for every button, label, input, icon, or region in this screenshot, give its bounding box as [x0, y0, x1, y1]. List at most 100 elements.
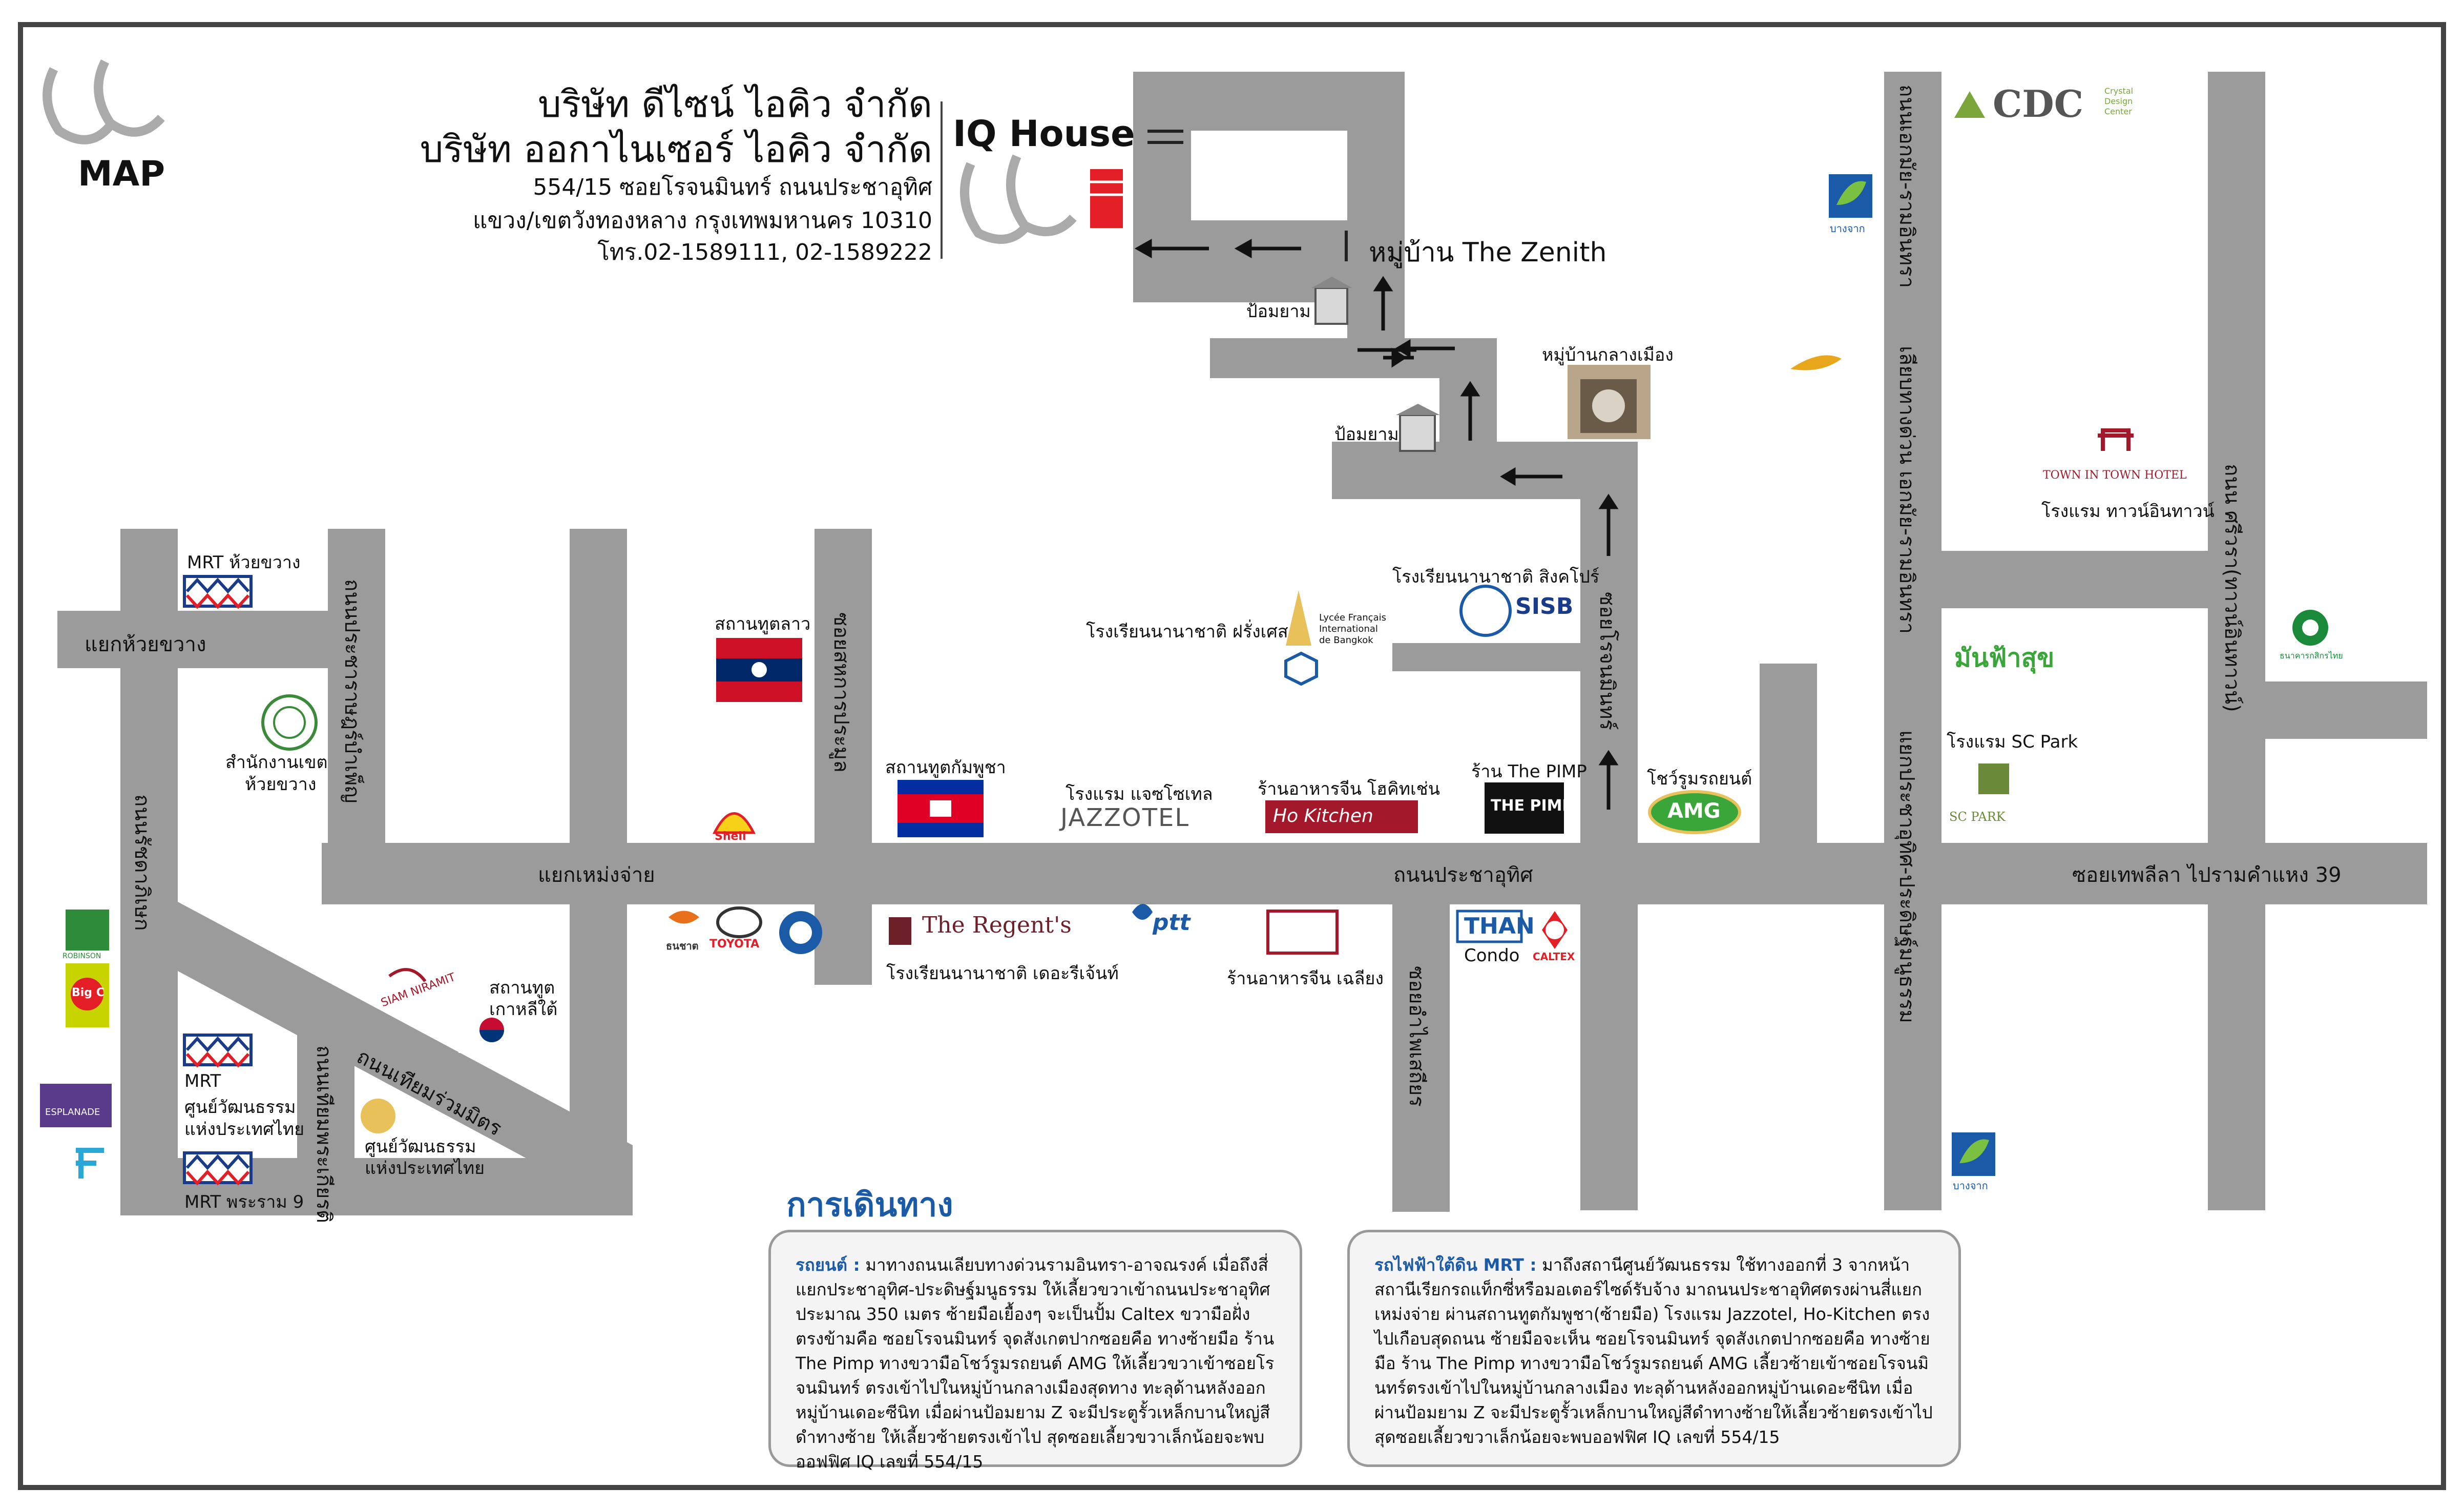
mrt-rama9-label: MRT พระราม 9 — [184, 1192, 304, 1212]
amg-logo-text: AMG — [1667, 799, 1721, 823]
kasikorn-label: ธนาคารกสิกรไทย — [2280, 651, 2343, 660]
sc-park-logo-text: SC PARK — [1949, 810, 2006, 824]
toyota-logo-shape — [716, 906, 762, 938]
flag-cambodia — [897, 780, 984, 837]
mrt-logo-culture — [183, 1034, 253, 1068]
culture-center-label-1: ศูนย์วัฒนธรรม — [365, 1137, 476, 1157]
guard-label-1: ป้อมยาม — [1246, 301, 1311, 322]
sc-park-label: โรงแรม SC Park — [1947, 732, 2078, 752]
chaliang-label: ร้านอาหารจีน เฉลียง — [1227, 968, 1384, 989]
guard-house-2 — [1399, 414, 1436, 452]
address-line-2: แขวง/เขตวังทองหลาง กรุงเทพมหานคร 10310 — [472, 208, 932, 234]
directions-car-box: รถยนต์ : มาทางถนนเลียบทางด่วนรามอินทรา-อ… — [768, 1230, 1302, 1472]
bangchak-label-1: บางจาก — [1830, 222, 1865, 235]
cdc-logo-text: CDC — [1993, 82, 2084, 126]
road-soi-rojana — [1580, 442, 1638, 1210]
zenith-inner — [1191, 131, 1347, 220]
chaliang-logo-shape — [1266, 910, 1339, 955]
road-far-east — [2208, 681, 2427, 739]
lycee-logo-text: Lycée Français International de Bangkok — [1319, 612, 1386, 646]
pracha-uthit-pradit-label: แยกประชาอุทิศ-ประดิษฐ์มนูธรรม — [1895, 730, 1918, 1023]
lycee-logo-shape — [1286, 590, 1311, 646]
hokitchen-logo-shape — [1265, 800, 1418, 833]
cambodia-label: สถานทูตกัมพูชา — [885, 757, 1006, 778]
road-pracha-uthit — [322, 843, 2427, 904]
iq-logo-top — [43, 59, 165, 144]
yaek-huaikhwang-label: แยกห้วยขวาง — [85, 633, 206, 656]
sriwara-label: ถนน ศรีวรา(ทาวน์อินทาวน์) — [2220, 464, 2244, 712]
soi-amphai-label: ซอยอำไพเสถียร — [1405, 966, 1428, 1107]
cdc-triangle — [1954, 91, 1985, 118]
soi-sahakarn-label: ซอยสหการประมูล — [829, 612, 853, 773]
district-office-label-1: สำนักงานเขต — [225, 752, 328, 773]
ptt-logo-shape — [1132, 904, 1153, 920]
robinson-logo-shape — [66, 910, 109, 951]
road-soi-amphai — [1392, 904, 1450, 1212]
logo-shapes — [40, 91, 2328, 1179]
road-sriwara — [2208, 72, 2265, 1210]
hokitchen-label: ร้านอาหารจีน โฮคิทเช่น — [1258, 779, 1440, 799]
cdc-subtitle: Crystal Design Center — [2104, 86, 2134, 116]
pracharat-label: ถนนประชาราษฎร์บำเพ็ญ — [340, 579, 364, 803]
road-network — [57, 72, 2427, 1215]
hokitchen-logo-text: Ho Kitchen — [1273, 805, 1373, 827]
manfahsuk-logo-shape — [1952, 633, 2059, 674]
map-frame — [18, 22, 2446, 1490]
townintown-logo-text: TOWN IN TOWN HOTEL — [2043, 469, 2187, 482]
road-sisb — [1392, 643, 1586, 671]
mrt-logo-huaikhwang — [183, 575, 253, 609]
district-office-seal — [261, 694, 318, 751]
sisb-logo-shape — [1457, 584, 1574, 638]
jazzotel-logo-shape — [1059, 802, 1197, 833]
flag-korea — [458, 1007, 525, 1053]
sc-park-logo-shape — [1978, 763, 2009, 794]
directions-mrt-lead: รถไฟฟ้าใต้ดิน MRT : — [1374, 1255, 1537, 1275]
shell-logo-shape — [712, 812, 756, 834]
manfahsuk-logo-text: มันฟ้าสุข — [1954, 643, 2055, 673]
mrt-culture-label-1: MRT — [184, 1071, 221, 1091]
regents-logo-text: The Regent's — [922, 912, 1072, 938]
amg-label: โชว์รูมรถยนต์ — [1647, 769, 1752, 789]
road-connector-east — [1884, 551, 2265, 608]
esplanade-text: ESPLANADE — [45, 1107, 100, 1118]
address-line-1: 554/15 ซอยโรจนมินทร์ ถนนประชาอุทิศ — [533, 174, 932, 200]
toyota-logo-text: TOYOTA — [709, 938, 760, 951]
caltex-logo-text: CALTEX — [1533, 951, 1575, 963]
district-office-label-2: ห้วยขวาง — [245, 774, 317, 795]
directions-car-lead: รถยนต์ : — [796, 1255, 860, 1275]
road-vert-a — [570, 529, 627, 904]
route-arrows — [1134, 239, 1619, 810]
pimp-logo-text: THE PIMP — [1491, 797, 1574, 815]
flag-laos — [716, 638, 802, 702]
road-zenith-bottom — [1133, 220, 1405, 302]
road-sahakarn — [815, 529, 872, 985]
road-stub-regents — [570, 904, 627, 1212]
ratchadaphisek-label: ถนนรัชดาภิเษก — [130, 794, 154, 931]
soi-thepleela-label: ซอยเทพลีลา ไปรามคำแหง 39 — [2072, 863, 2342, 887]
fortune-logo-shape — [76, 1148, 104, 1179]
mrt-culture-label-3: แห่งประเทศไทย — [184, 1119, 305, 1140]
mrt-logo-rama9 — [183, 1151, 253, 1186]
than-logo-text: THAN — [1464, 913, 1535, 939]
iq-house-marker — [1090, 169, 1123, 228]
road-east-stub — [1760, 664, 1817, 904]
guard-house-z — [1314, 287, 1348, 325]
sisb-label: โรงเรียนนานาชาติ สิงคโปร์ — [1392, 567, 1600, 587]
bangchak-label-2: บางจาก — [1953, 1180, 1988, 1192]
siam-niramit-logo — [388, 968, 427, 982]
pimp-label: ร้าน The PIMP — [1471, 761, 1587, 782]
culture-center-label-2: แห่งประเทศไทย — [365, 1158, 485, 1179]
thiam-phoem-label: ถนนเทียมพระเกียรติ — [312, 1045, 336, 1223]
than-condo-label: Condo — [1464, 945, 1520, 966]
klang-muang-label: หมู่บ้านกลางเมือง — [1542, 345, 1674, 365]
road-ratchadaphisek — [120, 529, 178, 1215]
yaek-mengjai-label: แยกเหม่งจ่าย — [538, 863, 655, 887]
ekkamai-ramintra-label: ถนนเอกมัย-รามอินทรา — [1895, 85, 1918, 288]
shell-logo-text: Shell — [715, 830, 746, 843]
directions-mrt-box: รถไฟฟ้าใต้ดิน MRT : มาถึงสถานีศูนย์วัฒนธ… — [1347, 1230, 1961, 1467]
culture-center-seal — [361, 1099, 395, 1133]
thanachart-logo-text: ธนชาต — [666, 940, 699, 952]
regents-label: โรงเรียนนานาชาติ เดอะรีเจ้นท์ — [886, 963, 1119, 984]
iq-house-label: IQ House — [953, 113, 1135, 155]
